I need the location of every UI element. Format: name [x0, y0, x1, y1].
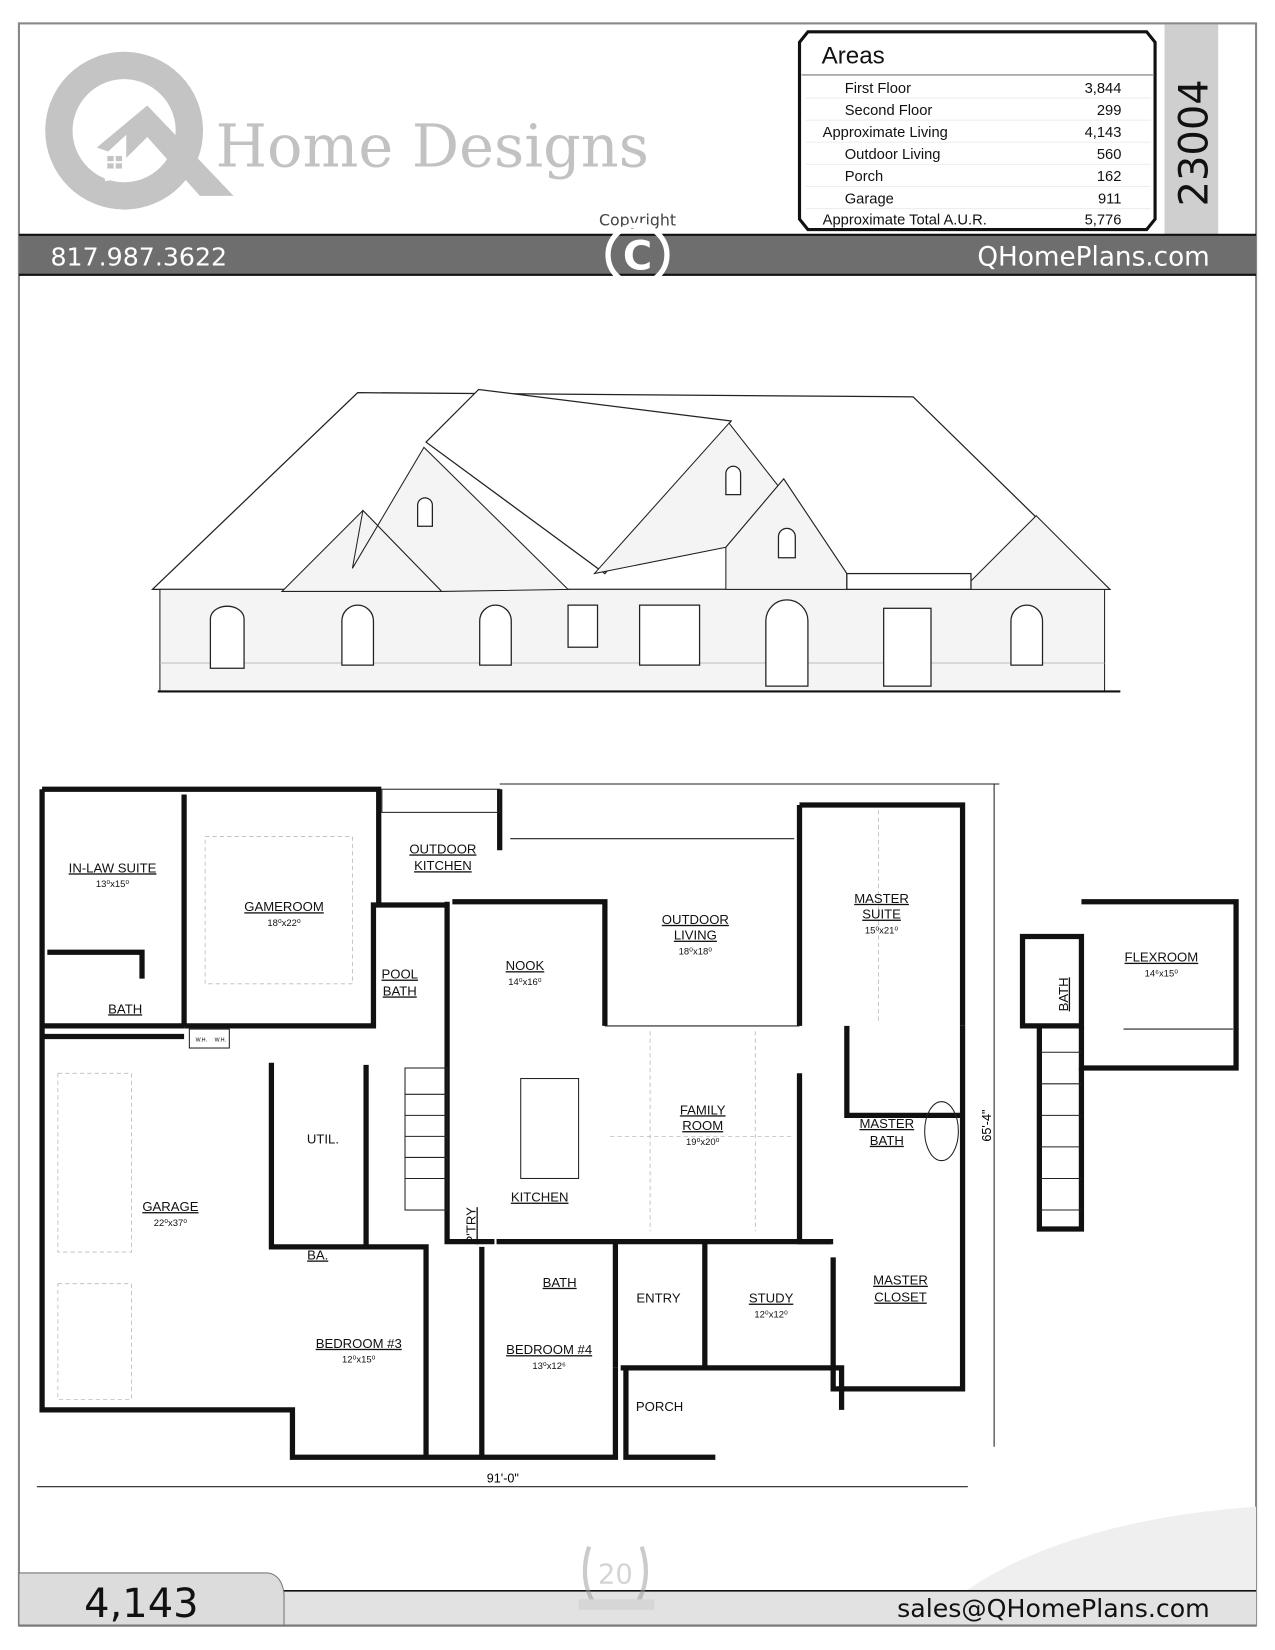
width-dimension: 91'-0" [487, 1471, 519, 1485]
room-size: 12⁰x12⁰ [754, 1309, 788, 1320]
room-name: OUTDOOR [409, 841, 476, 856]
room-size: 13⁰x12⁶ [532, 1361, 566, 1372]
areas-title: Areas [822, 42, 885, 69]
area-value: 162 [1097, 169, 1122, 185]
room-name: MASTER [873, 1273, 928, 1288]
room-name: GARAGE [142, 1199, 198, 1214]
phone-number: 817.987.3622 [50, 242, 227, 271]
anniversary-badge-icon: 20 [578, 1545, 655, 1610]
area-label: Approximate Total A.U.R. [823, 212, 987, 228]
room-name: BATH [870, 1133, 904, 1148]
room-name: FLEXROOM [1125, 950, 1199, 965]
water-heater-label: W.H. [215, 1038, 226, 1044]
room-name: BA. [307, 1247, 328, 1262]
area-value: 911 [1098, 191, 1121, 207]
water-heater-label: W.H. [196, 1038, 207, 1044]
room-name: KITCHEN [414, 858, 472, 873]
logo-text: Home Designs [216, 111, 649, 180]
room-size: 18⁰x22⁰ [267, 918, 301, 929]
room-size: 14⁰x16⁰ [508, 977, 542, 988]
room-name: FAMILY [680, 1102, 726, 1117]
footer-email: sales@QHomePlans.com [897, 1594, 1210, 1623]
footer-square-feet: 4,143 [84, 1581, 198, 1627]
room-name: NOOK [506, 958, 545, 973]
copyright-icon [605, 222, 670, 287]
room-name: ENTRY [636, 1291, 680, 1306]
room-name: BEDROOM #3 [316, 1336, 402, 1351]
room-name: STUDY [749, 1291, 794, 1306]
room-name: BATH [1056, 977, 1071, 1011]
area-value: 3,844 [1085, 81, 1122, 97]
room-name: BATH [383, 983, 417, 998]
website: QHomePlans.com [977, 242, 1209, 272]
plan-number-strip [1164, 24, 1219, 235]
area-label: Second Floor [845, 103, 933, 119]
room-name: BEDROOM #4 [506, 1342, 592, 1357]
area-label: Approximate Living [823, 125, 948, 141]
area-label: Outdoor Living [845, 147, 941, 163]
room-name: UTIL. [307, 1132, 339, 1147]
room-size: 12⁰x15⁰ [342, 1355, 376, 1366]
room-name: ROOM [682, 1118, 723, 1133]
area-value: 299 [1097, 103, 1122, 119]
area-value: 5,776 [1085, 212, 1122, 228]
depth-dimension: 65'-4" [980, 1110, 994, 1142]
areas-table: Areas First Floor 3,844 Second Floor 299… [797, 30, 1157, 232]
room-name: MASTER [854, 891, 909, 906]
room-name: BATH [543, 1275, 577, 1290]
room-name: GAMEROOM [244, 899, 323, 914]
header-bar: 817.987.3622 QHomePlans.com Copyright C [18, 210, 1257, 287]
room-name: POOL [382, 967, 418, 982]
room-name: KITCHEN [511, 1190, 569, 1205]
room-name: IN-LAW SUITE [69, 860, 157, 875]
copyright-symbol: C [623, 234, 652, 280]
area-value: 4,143 [1085, 125, 1122, 141]
room-size: 13⁰x15⁰ [96, 879, 130, 890]
badge-text: 20 [598, 1559, 633, 1590]
copyright-label: Copyright [599, 210, 676, 229]
room-name: OUTDOOR [662, 912, 729, 927]
area-label: Garage [845, 191, 894, 207]
room-name: CLOSET [874, 1290, 927, 1305]
area-label: First Floor [845, 81, 911, 97]
footer: 4,143 sales@QHomePlans.com 20 [18, 1506, 1257, 1627]
room-name: PORCH [636, 1399, 683, 1414]
room-name: LIVING [674, 928, 717, 943]
room-name: MASTER [859, 1116, 914, 1131]
area-label: Porch [845, 169, 883, 185]
room-size: 19⁰x20⁰ [686, 1137, 720, 1148]
room-name: P'TRY [463, 1207, 478, 1245]
company-logo: Home Designs [45, 51, 649, 210]
front-elevation [150, 388, 1121, 693]
room-size: 18⁰x18⁰ [679, 946, 713, 957]
room-size: 14⁶x15⁰ [1145, 968, 1179, 979]
room-name: SUITE [862, 907, 901, 922]
area-value: 560 [1097, 147, 1122, 163]
room-name: BATH [108, 1001, 142, 1016]
first-floor-plan: IN-LAW SUITE 13⁰x15⁰ GAMEROOM 18⁰x22⁰ OU… [36, 783, 1239, 1488]
plan-number: 23004 [1172, 79, 1218, 206]
room-size: 15⁰x21⁰ [865, 925, 899, 936]
room-size: 22⁰x37⁰ [154, 1218, 188, 1229]
